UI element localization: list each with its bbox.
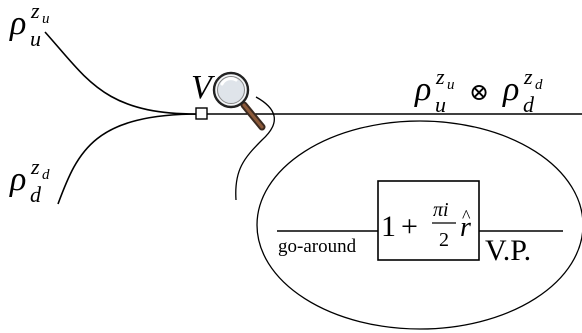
input-label-top: ρ u z u	[9, 0, 50, 51]
svg-text:z: z	[523, 64, 533, 89]
svg-text:z: z	[30, 154, 40, 179]
svg-text:ρ: ρ	[502, 71, 519, 108]
svg-text:z: z	[435, 64, 445, 89]
output-label: ρ u z u ⊗ ρ d z d	[414, 64, 543, 117]
svg-text:d: d	[42, 167, 50, 183]
zoom-connector	[235, 96, 275, 201]
svg-text:ρ: ρ	[414, 71, 431, 108]
svg-text:ρ: ρ	[9, 5, 26, 42]
svg-text:ρ: ρ	[9, 161, 26, 198]
operator-r-hat: ^	[462, 206, 471, 226]
svg-text:d: d	[535, 77, 543, 93]
operator-plus: +	[401, 210, 418, 243]
operator-one: 1	[381, 210, 396, 243]
svg-text:z: z	[30, 0, 40, 23]
magnifier-icon	[212, 71, 266, 131]
input-line-bottom	[57, 113, 201, 205]
svg-text:d: d	[30, 182, 42, 207]
svg-text:u: u	[447, 77, 455, 93]
fraction-numerator: πi	[433, 199, 449, 221]
svg-text:u: u	[42, 11, 50, 27]
zoom-bubble	[256, 120, 582, 330]
vertex-box	[195, 107, 208, 120]
input-line-top	[44, 31, 201, 115]
vertex-label: V	[191, 69, 216, 106]
fraction-denominator: 2	[439, 229, 449, 251]
operator-box	[377, 180, 480, 261]
svg-text:d: d	[523, 92, 535, 117]
svg-text:u: u	[30, 26, 41, 51]
vp-label: V.P.	[485, 234, 531, 267]
input-label-bottom: ρ d z d	[9, 154, 50, 207]
go-around-label: go-around	[278, 236, 357, 257]
svg-text:u: u	[435, 92, 446, 117]
svg-text:⊗: ⊗	[469, 78, 489, 106]
operator-r: r	[460, 212, 471, 243]
